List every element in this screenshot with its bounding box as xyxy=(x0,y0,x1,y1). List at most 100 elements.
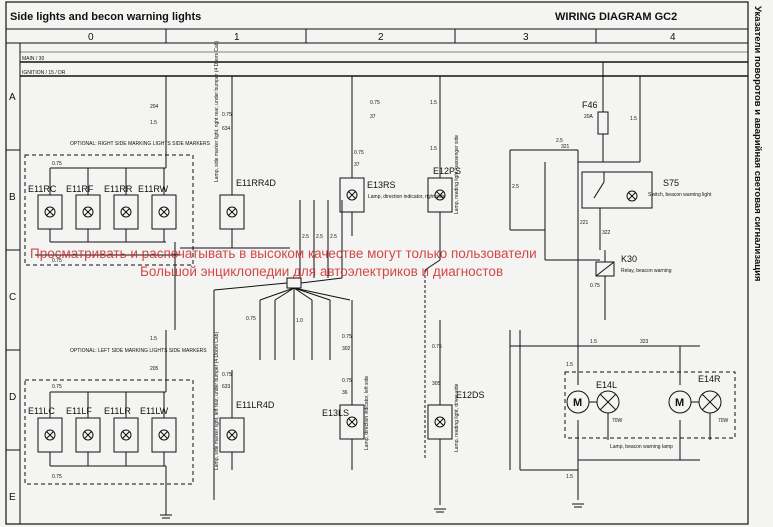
left-marker-group: OPTIONAL: LEFT SIDE MARKING LIGHTS SIDE … xyxy=(24,330,207,515)
svg-text:70W: 70W xyxy=(612,418,623,424)
relay-k30: K30 Relay, beacon warning xyxy=(595,250,672,320)
diagram-title: Side lights and becon warning lights xyxy=(10,11,201,23)
row-label-e: E xyxy=(9,492,16,503)
svg-text:0.75: 0.75 xyxy=(342,378,352,384)
svg-text:1.5: 1.5 xyxy=(566,362,573,368)
svg-text:323: 323 xyxy=(640,339,649,345)
svg-text:1.5: 1.5 xyxy=(590,339,597,345)
row-label-d: D xyxy=(9,392,16,403)
lamp-e11lw: E11LW xyxy=(140,392,177,466)
svg-text:IGNITION / 15 / DR: IGNITION / 15 / DR xyxy=(22,70,66,76)
svg-text:Lamp, direction indicator, rig: Lamp, direction indicator, right side xyxy=(368,194,445,200)
svg-text:Lamp, side marker light, left: Lamp, side marker light, left rear, unde… xyxy=(214,332,220,470)
svg-text:OPTIONAL: LEFT SIDE MARKING LI: OPTIONAL: LEFT SIDE MARKING LIGHTS SIDE … xyxy=(70,348,207,354)
page-frame xyxy=(5,1,749,525)
svg-text:M: M xyxy=(573,397,582,409)
svg-text:MAIN / 30: MAIN / 30 xyxy=(22,56,44,62)
beacon-lamp-e14r: M E14R 70W xyxy=(668,374,729,440)
lamp-e12ds: E12DS Lamp, reading light, driver side xyxy=(427,320,485,505)
fuse-f46: F46 20A xyxy=(582,62,609,162)
svg-text:70W: 70W xyxy=(718,418,729,424)
beacon-lamp-e14l: M E14L 70W xyxy=(566,380,623,440)
svg-text:Relay, beacon warning: Relay, beacon warning xyxy=(621,268,672,274)
column-label-2: 2 xyxy=(378,32,384,43)
svg-text:E11LR4D: E11LR4D xyxy=(236,400,275,410)
svg-text:0.75: 0.75 xyxy=(52,161,62,167)
svg-text:E11RC: E11RC xyxy=(28,184,57,194)
svg-text:E11LC: E11LC xyxy=(28,406,55,416)
watermark-line-2: Большой энциклопедии для автоэлектриков … xyxy=(140,264,503,279)
svg-text:OPTIONAL: RIGHT SIDE MARKING L: OPTIONAL: RIGHT SIDE MARKING LIGHTS SIDE… xyxy=(70,141,211,147)
column-label-3: 3 xyxy=(523,32,529,43)
svg-text:634: 634 xyxy=(222,126,231,132)
svg-text:0.75: 0.75 xyxy=(342,334,352,340)
watermark-line-1: Просматривать и распечатывать в высоком … xyxy=(30,246,537,261)
svg-text:0.75: 0.75 xyxy=(370,100,380,106)
svg-text:205: 205 xyxy=(150,366,159,372)
svg-text:0.75: 0.75 xyxy=(222,372,232,378)
svg-text:0.75: 0.75 xyxy=(52,384,62,390)
right-marker-group: OPTIONAL: RIGHT SIDE MARKING LIGHTS SIDE… xyxy=(24,76,211,330)
svg-text:1.5: 1.5 xyxy=(430,146,437,152)
svg-text:M: M xyxy=(675,397,684,409)
svg-text:0.75: 0.75 xyxy=(354,150,364,156)
svg-text:E12PS: E12PS xyxy=(433,166,461,176)
row-label-c: C xyxy=(9,292,16,303)
svg-text:221: 221 xyxy=(580,220,589,226)
ground-symbols xyxy=(160,503,584,519)
lamp-e11rc: E11RC xyxy=(28,168,63,242)
column-label-4: 4 xyxy=(670,32,676,43)
svg-text:2.5: 2.5 xyxy=(316,234,323,240)
svg-text:Lamp, reading light, driver si: Lamp, reading light, driver side xyxy=(454,383,460,452)
lamp-e11lr4d: E11LR4D Lamp, side marker light, left re… xyxy=(214,332,275,470)
svg-text:1.5: 1.5 xyxy=(150,336,157,342)
svg-text:E12DS: E12DS xyxy=(456,390,485,400)
svg-text:2.5: 2.5 xyxy=(512,184,519,190)
svg-text:305: 305 xyxy=(432,381,441,387)
svg-text:F46: F46 xyxy=(582,100,598,110)
svg-text:E11RF: E11RF xyxy=(66,184,94,194)
svg-text:0.75: 0.75 xyxy=(432,344,442,350)
svg-text:E11LW: E11LW xyxy=(140,406,169,416)
svg-text:2.5: 2.5 xyxy=(556,138,563,144)
svg-text:321: 321 xyxy=(561,144,570,150)
svg-text:36: 36 xyxy=(342,390,348,396)
lamp-e11rr4d: E11RR4D Lamp, side marker light, right r… xyxy=(180,40,290,249)
svg-text:S75: S75 xyxy=(663,178,679,188)
svg-text:E11RR4D: E11RR4D xyxy=(236,178,276,188)
svg-text:Lamp, side marker light, right: Lamp, side marker light, right rear, und… xyxy=(214,40,220,182)
svg-text:E11LF: E11LF xyxy=(66,406,92,416)
lamp-e11rf: E11RF xyxy=(66,168,101,242)
wiring-column-3 xyxy=(509,149,601,290)
diagram-code: WIRING DIAGRAM GC2 xyxy=(555,11,677,23)
svg-text:322: 322 xyxy=(602,230,611,236)
svg-text:E14L: E14L xyxy=(596,380,617,390)
switch-s75: S75 Switch, beacon warning light xyxy=(581,171,712,209)
svg-text:1.0: 1.0 xyxy=(296,318,303,324)
side-title: Указатели поворотов и аварийная световая… xyxy=(752,6,763,281)
svg-text:Switch, beacon warning light: Switch, beacon warning light xyxy=(648,192,712,198)
lamp-e11rr: E11RR xyxy=(104,168,139,242)
svg-text:K30: K30 xyxy=(621,254,637,264)
lamp-e13rs: E13RS Lamp, direction indicator, right s… xyxy=(339,76,445,236)
beacon-lamp-group xyxy=(564,371,736,439)
svg-text:37: 37 xyxy=(370,114,376,120)
svg-text:37: 37 xyxy=(354,162,360,168)
svg-text:Lamp, reading light, passenger: Lamp, reading light, passenger side xyxy=(454,135,460,214)
svg-text:0.75: 0.75 xyxy=(246,316,256,322)
svg-text:0.75: 0.75 xyxy=(52,474,62,480)
svg-text:1.5: 1.5 xyxy=(630,116,637,122)
svg-text:0.75: 0.75 xyxy=(590,283,600,289)
svg-text:Lamp, beacon warning lamp: Lamp, beacon warning lamp xyxy=(610,444,673,450)
row-label-a: A xyxy=(9,92,16,103)
svg-text:2.5: 2.5 xyxy=(330,234,337,240)
beacon-bus xyxy=(509,290,700,500)
svg-text:E13LS: E13LS xyxy=(322,408,349,418)
svg-text:0.75: 0.75 xyxy=(52,258,62,264)
svg-text:2.5: 2.5 xyxy=(302,234,309,240)
lamp-e11lf: E11LF xyxy=(66,392,101,466)
svg-text:E14R: E14R xyxy=(698,374,721,384)
column-label-0: 0 xyxy=(88,32,94,43)
